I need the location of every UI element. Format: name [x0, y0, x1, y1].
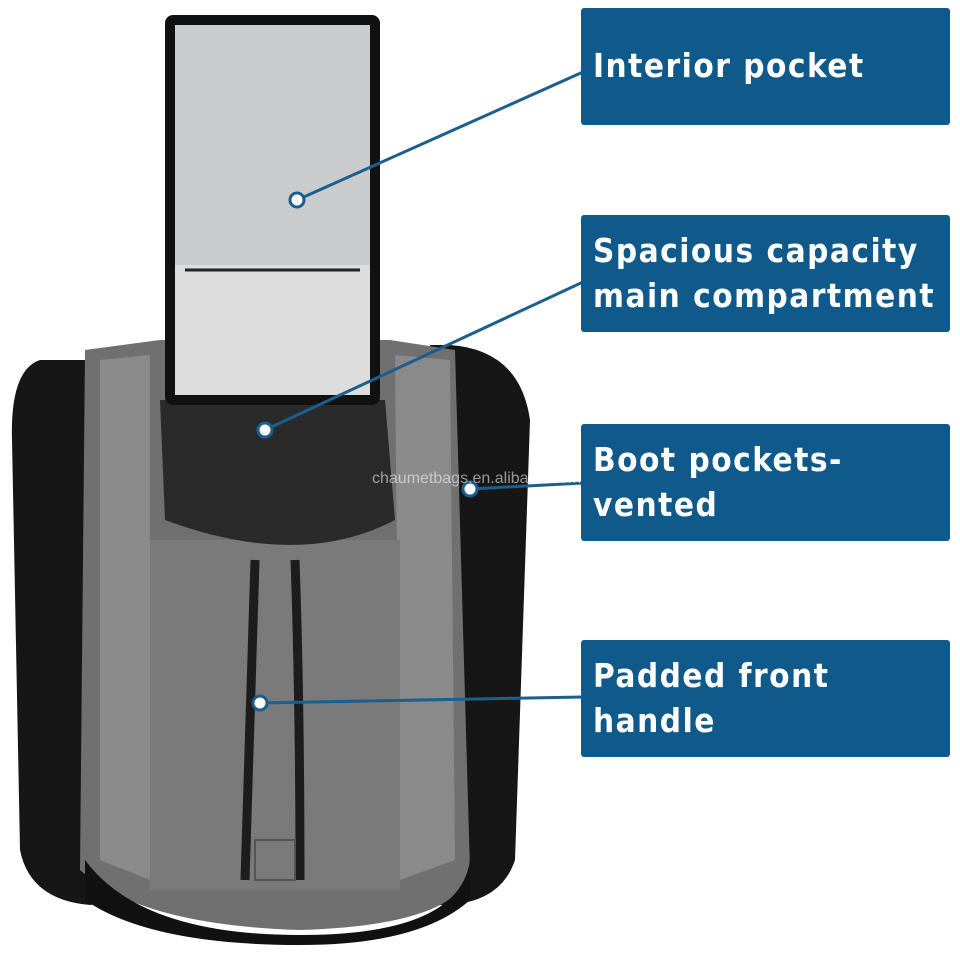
watermark: chaumetbags.en.alibaba.com [372, 470, 582, 487]
callout-main-compartment: Spacious capacity main compartment [581, 215, 950, 332]
callout-dot [256, 421, 274, 439]
main-compartment [160, 400, 395, 545]
leader-lines [259, 70, 584, 705]
callout-boot-pockets: Boot pockets-vented [581, 424, 950, 541]
callout-dot [288, 191, 306, 209]
front-handle [240, 559, 305, 881]
callout-label: Interior pocket [593, 46, 865, 86]
callout-label: Boot pockets-vented [593, 439, 843, 524]
callout-dot [461, 480, 479, 498]
callout-label: Spacious capacity main compartment [593, 230, 936, 315]
callout-front-handle: Padded front handle [581, 640, 950, 757]
callout-dot [251, 694, 269, 712]
callout-interior-pocket: Interior pocket [581, 8, 950, 125]
callout-label: Padded front handle [593, 655, 830, 740]
